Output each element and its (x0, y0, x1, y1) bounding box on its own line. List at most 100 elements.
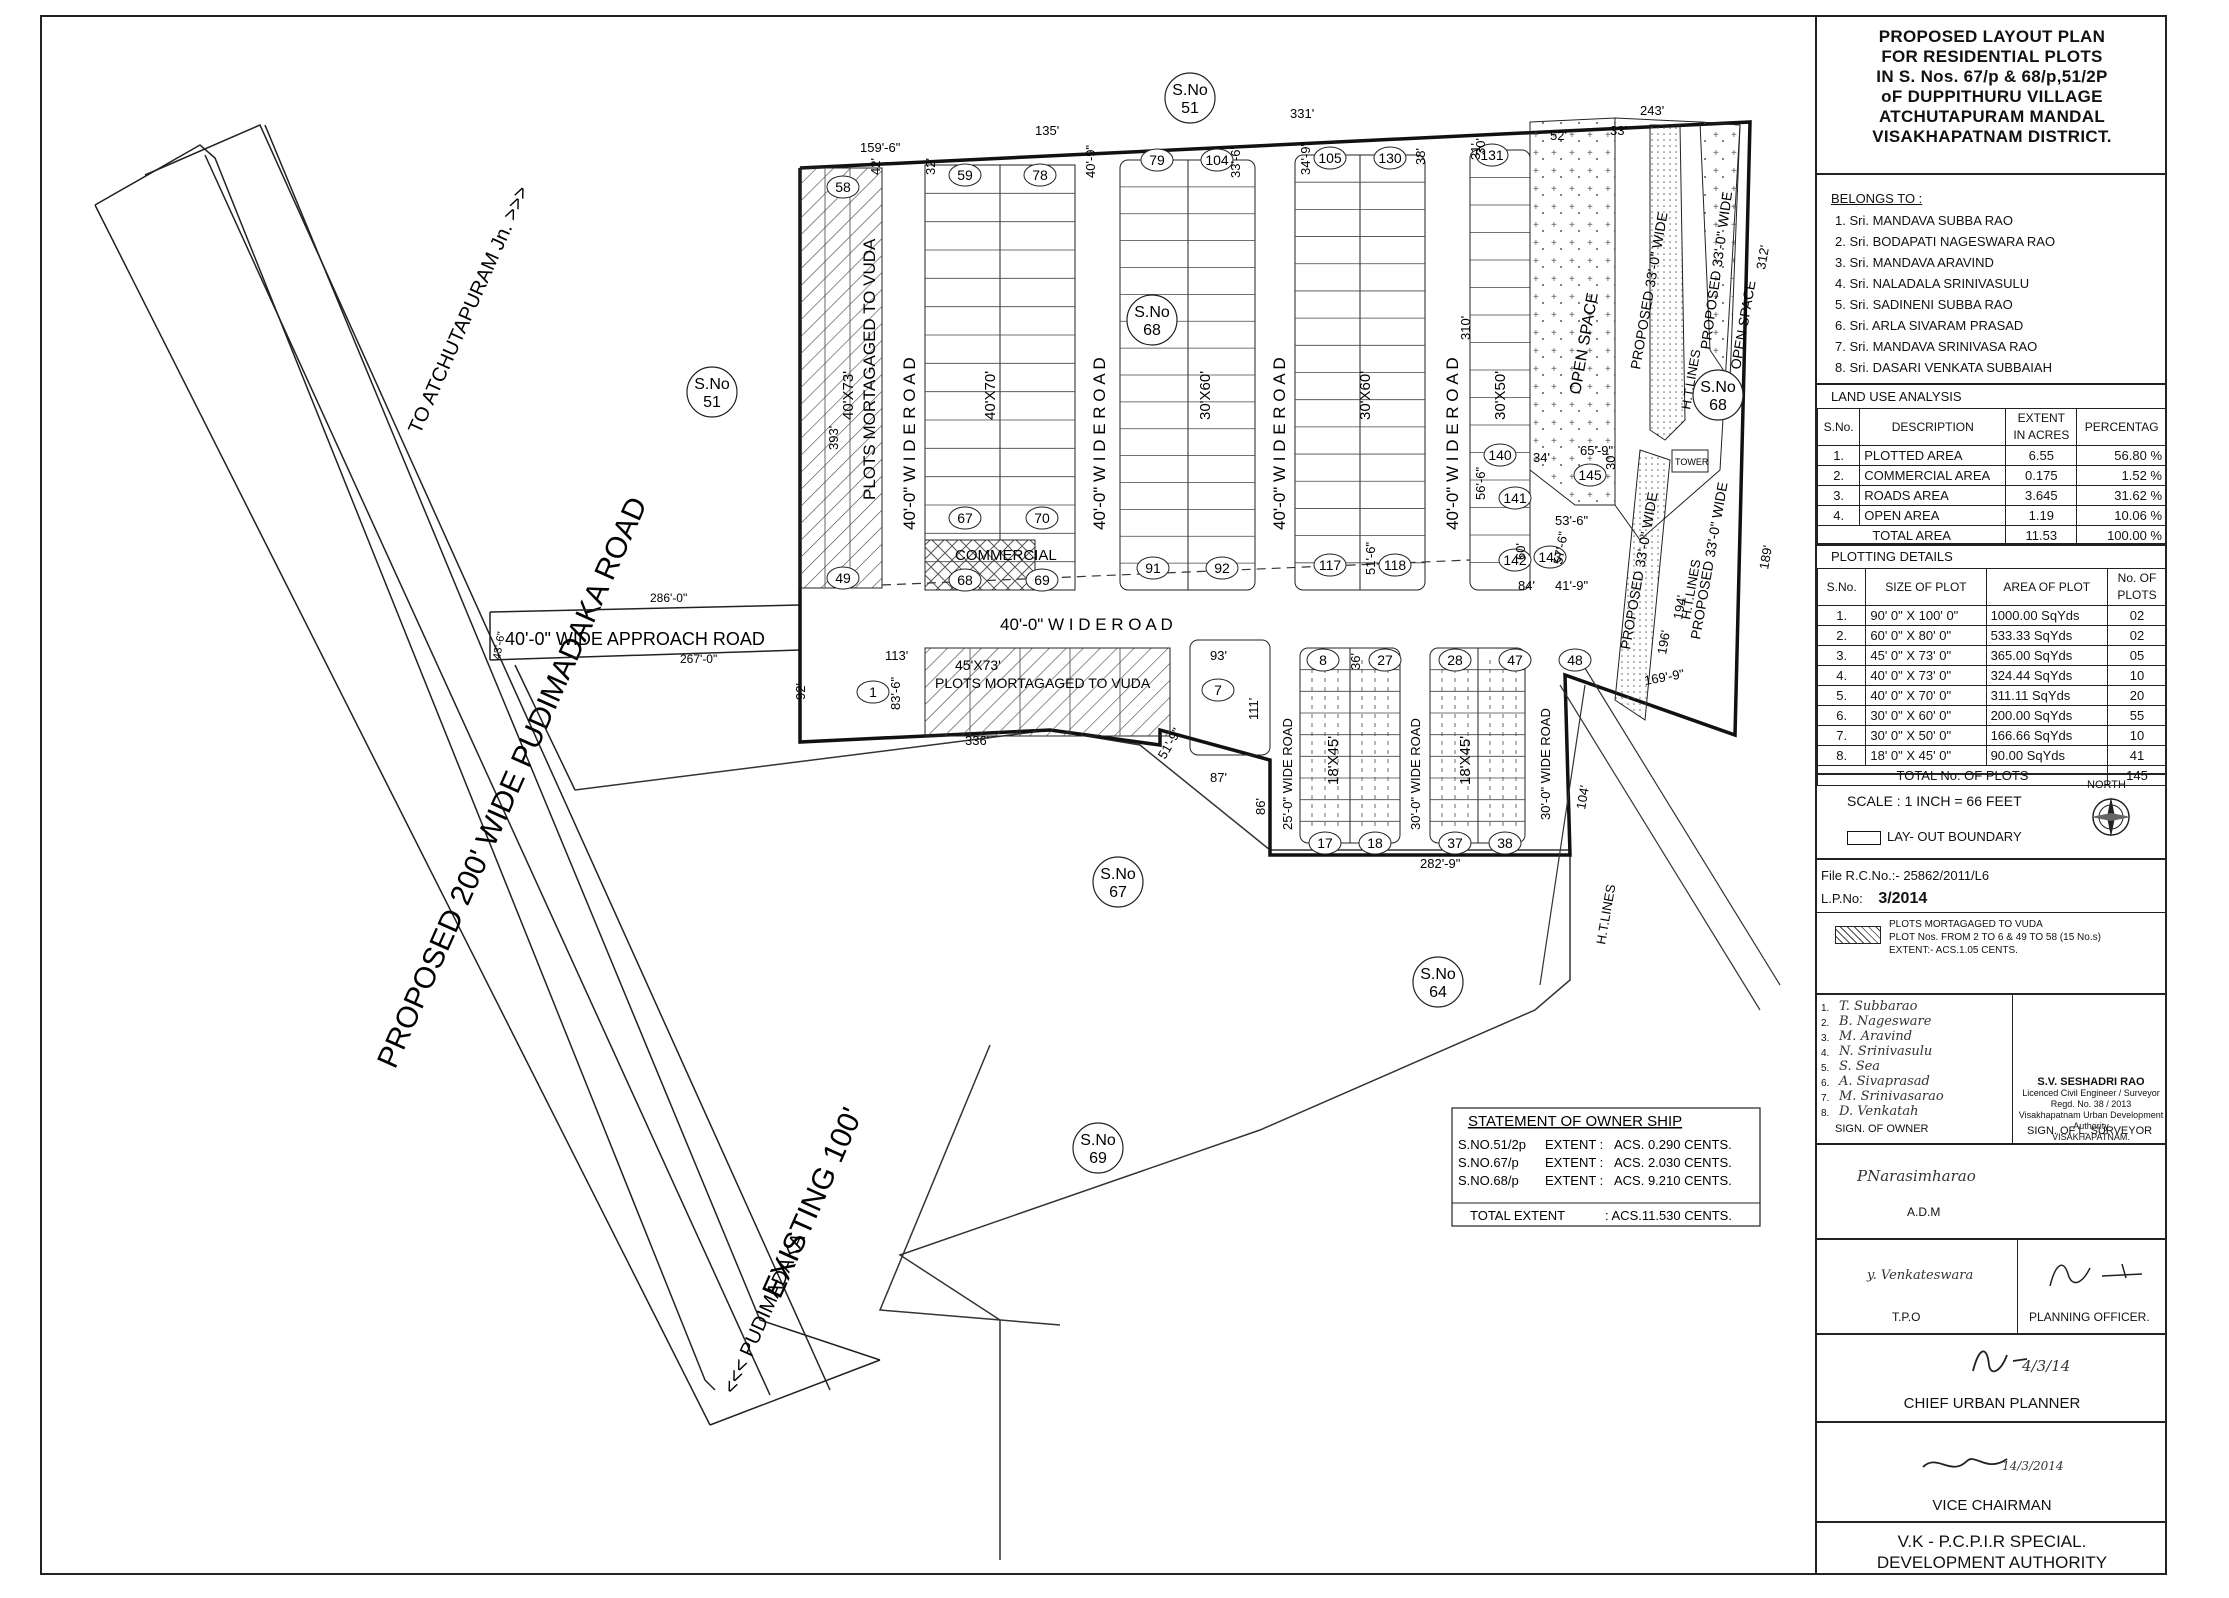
survey-boundary (574, 729, 1571, 1560)
file-section: File R.C.No.:- 25862/2011/L6 L.P.No: 3/2… (1817, 860, 2167, 995)
survey-prefix: S.No (694, 376, 730, 393)
survey-prefix: S.No (1134, 304, 1170, 321)
dimension-label: 87' (1210, 770, 1227, 785)
cell: 60' 0" X 80' 0" (1865, 625, 1987, 646)
sign-num: 6. (1821, 1078, 1830, 1089)
plot-number-text: 78 (1032, 167, 1048, 183)
plot-number-text: 48 (1567, 652, 1583, 668)
signature: S. Sea (1839, 1059, 1881, 1074)
plot-number: 91 (1136, 556, 1170, 580)
cell: 02 (2107, 625, 2167, 646)
commercial-label: COMMERCIAL (955, 547, 1057, 564)
cell: 56.80 % (2076, 445, 2167, 466)
own-r1-lbl: EXTENT : (1545, 1155, 1603, 1170)
cell: 90' 0" X 100' 0" (1865, 605, 1987, 626)
owner-item: 4. Sri. NALADALA SRINIVASULU (1835, 276, 2030, 291)
plot-number-text: 28 (1447, 652, 1463, 668)
sign-num: 4. (1821, 1048, 1830, 1059)
own-r1-val: ACS. 2.030 CENTS. (1614, 1155, 1732, 1170)
cell: 05 (2107, 645, 2167, 666)
authority-line-2: DEVELOPMENT AUTHORITY (1876, 1553, 2108, 1572)
plot-number-text: 17 (1317, 835, 1333, 851)
boundary-legend-icon (1847, 831, 1881, 845)
plot-number: 145 (1573, 463, 1607, 487)
cell: 7. (1816, 725, 1867, 746)
cell: 1. (1816, 445, 1861, 466)
dimension-label: 32' (923, 158, 938, 175)
cell: 30' 0" X 50' 0" (1865, 725, 1987, 746)
cell: 02 (2107, 605, 2167, 626)
plot-number-text: 68 (957, 572, 973, 588)
cell: 31.62 % (2076, 485, 2167, 506)
road-30b: 30'-0" WIDE ROAD (1538, 708, 1553, 820)
cell: 3.645 (2005, 485, 2078, 506)
owner-signatures: T. Subbarao B. Nagesware M. Aravind N. S… (1839, 999, 1944, 1119)
dimension-label: 36' (1348, 653, 1363, 670)
cell: 324.44 SqYds (1985, 665, 2109, 686)
stamp-line: VISAKHAPATNAM. (2052, 1132, 2130, 1142)
title-line-5: ATCHUTAPURAM MANDAL (1878, 107, 2106, 126)
survey-number: 68 (1709, 397, 1727, 414)
plot-number-text: 67 (957, 510, 973, 526)
road-main-label: PROPOSED 200' WIDE PUDIMADAKA ROAD (371, 492, 654, 1073)
road-25: 25'-0" WIDE ROAD (1280, 718, 1295, 830)
cup-section: 4/3/14 CHIEF URBAN PLANNER (1817, 1335, 2167, 1423)
own-r2-sno: S.NO.68/p (1458, 1173, 1519, 1188)
wide-road-v4: 40'-0" W I D E R O A D (1443, 357, 1462, 530)
owner-sign-numbers: 1. 2. 3. 4. 5. 6. 7. 8. (1821, 1001, 1829, 1121)
plot-number: 8 (1306, 648, 1340, 672)
signature: M. Aravind (1839, 1029, 1913, 1044)
dimension-label: 42' (868, 158, 883, 175)
plot-number-text: 131 (1480, 147, 1504, 163)
plot-size-label: 30'X50' (1492, 371, 1509, 420)
cell: 533.33 SqYds (1985, 625, 2109, 646)
mortgage-note-line: EXTENT:- ACS.1.05 CENTS. (1889, 945, 2018, 956)
plot-size-labels: 40'X70'30'X60'30'X60'30'X50'18'X45'18'X4… (982, 371, 1509, 785)
approach-road-label: 40'-0" WIDE APPROACH ROAD (505, 629, 765, 649)
plot-number-text: 117 (1319, 557, 1342, 573)
own-r2-lbl: EXTENT : (1545, 1173, 1603, 1188)
dimension-label: 52' (1550, 128, 1567, 143)
ht-line-south-3 (1539, 684, 1586, 986)
tpo-signature: y. Venkateswara (1867, 1268, 1974, 1283)
title-line-2: FOR RESIDENTIAL PLOTS (1881, 47, 2103, 66)
dimension-label: 60' (1513, 543, 1528, 560)
cell: 5. (1816, 685, 1867, 706)
dimension-label: 111' (1246, 698, 1261, 720)
plot-number-text: 145 (1578, 467, 1602, 483)
lu-col-desc: DESCRIPTION (1859, 408, 2007, 446)
cell: COMMERCIAL AREA (1859, 465, 2007, 486)
cell: 1.19 (2005, 505, 2078, 526)
plotting-section: PLOTTING DETAILS S.No. SIZE OF PLOT AREA… (1816, 545, 2167, 786)
plot-number: 48 (1558, 648, 1592, 672)
owner-item: 8. Sri. DASARI VENKATA SUBBAIAH (1835, 360, 2052, 375)
plot-number: 18 (1358, 831, 1392, 855)
dimension-label: 53'-6" (1555, 513, 1589, 528)
mortgage-size-1: 40'X73' (840, 371, 857, 420)
dimension-label: 331' (1290, 106, 1314, 121)
north-label: NORTH (2087, 779, 2126, 791)
plot-number-text: 92 (1214, 560, 1230, 576)
plot-number: 28 (1438, 648, 1472, 672)
planning-officer-label: PLANNING OFFICER. (2029, 1310, 2150, 1324)
ht-lines-label-3: H.T.LINES (1593, 883, 1618, 946)
pd-col-count: No. OF PLOTS (2107, 568, 2167, 606)
dimension-label: 84' (1518, 578, 1535, 593)
dimension-label: 51'-6" (1363, 541, 1378, 575)
dimension-labels: 159'-6"135'331'243'393'113'92'336'51'-9"… (793, 103, 1775, 871)
own-total-label: TOTAL EXTENT (1470, 1208, 1565, 1223)
lp-line: L.P.No: 3/2014 (1821, 890, 1927, 908)
mortgage-size-2: 45'X73' (955, 657, 1001, 673)
plot-number-text: 143 (1538, 549, 1562, 565)
cell: 90.00 SqYds (1985, 745, 2109, 766)
dimension-label: 65'-9" (1580, 443, 1614, 458)
plot-number-text: 79 (1149, 152, 1165, 168)
vc-date: 14/3/2014 (2002, 1459, 2064, 1473)
plot-grid (924, 149, 1531, 844)
plot-number: 37 (1438, 831, 1472, 855)
